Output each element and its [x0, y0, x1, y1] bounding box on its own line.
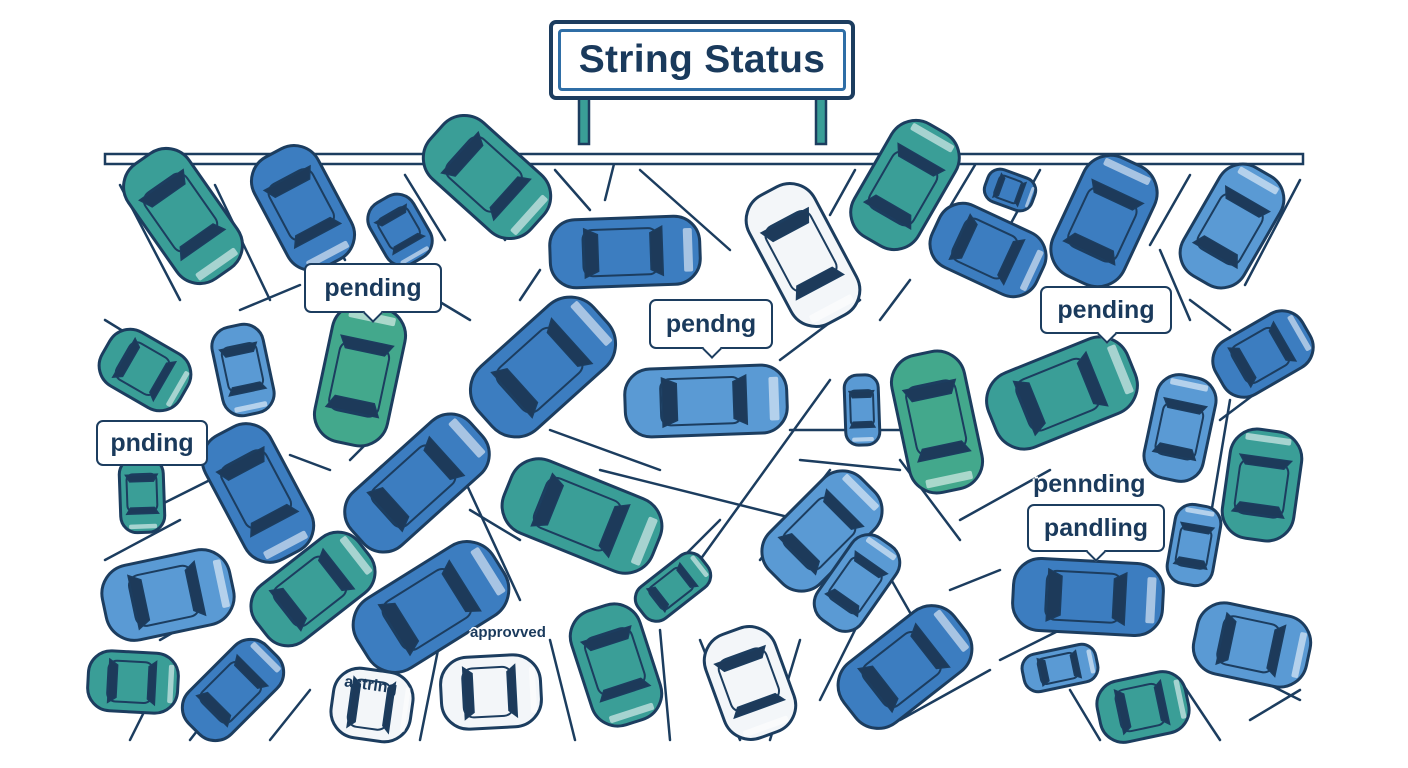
car — [568, 602, 664, 728]
car — [623, 363, 789, 439]
car — [702, 625, 798, 741]
label-approvved: approvved — [470, 624, 546, 641]
car — [249, 530, 377, 648]
sign-title: String Status — [578, 38, 826, 81]
car — [1049, 153, 1159, 289]
label-pnding: pnding — [96, 420, 208, 466]
car — [982, 167, 1038, 213]
car — [744, 182, 862, 328]
car — [343, 412, 491, 554]
car — [836, 604, 974, 730]
car — [1165, 502, 1223, 588]
car — [1211, 309, 1315, 399]
car — [200, 422, 316, 564]
car — [468, 295, 618, 439]
car — [928, 201, 1048, 299]
sign-posts — [577, 94, 828, 146]
car — [548, 214, 702, 290]
top-bar — [103, 152, 1305, 166]
car — [812, 533, 902, 633]
car — [842, 373, 882, 447]
car — [97, 327, 193, 413]
car — [633, 551, 713, 623]
car — [329, 666, 415, 744]
car — [86, 649, 180, 715]
label-pendng: pendng — [649, 299, 773, 359]
car — [421, 114, 553, 240]
car — [1095, 670, 1191, 744]
car — [100, 548, 236, 642]
car — [985, 335, 1139, 451]
car — [1142, 373, 1218, 483]
car — [250, 144, 356, 272]
car — [439, 653, 543, 731]
car — [849, 119, 961, 251]
car — [366, 192, 434, 268]
car — [180, 637, 286, 743]
label-pending-1: pending — [304, 263, 442, 323]
car — [122, 146, 244, 286]
car — [889, 349, 985, 495]
label-pandling: pandling — [1027, 504, 1165, 562]
cars-layer — [86, 114, 1315, 744]
car — [1178, 162, 1286, 290]
label-pending-2: pending — [1040, 286, 1172, 344]
car — [351, 540, 511, 674]
car — [1011, 557, 1165, 637]
car — [210, 322, 276, 418]
car — [1220, 427, 1304, 543]
car — [1191, 601, 1313, 689]
label-pennding: pennding — [1033, 470, 1146, 498]
car — [500, 457, 664, 575]
car — [1020, 642, 1100, 694]
car — [312, 302, 408, 448]
status-sign: String Status — [549, 20, 855, 100]
car — [117, 455, 167, 535]
